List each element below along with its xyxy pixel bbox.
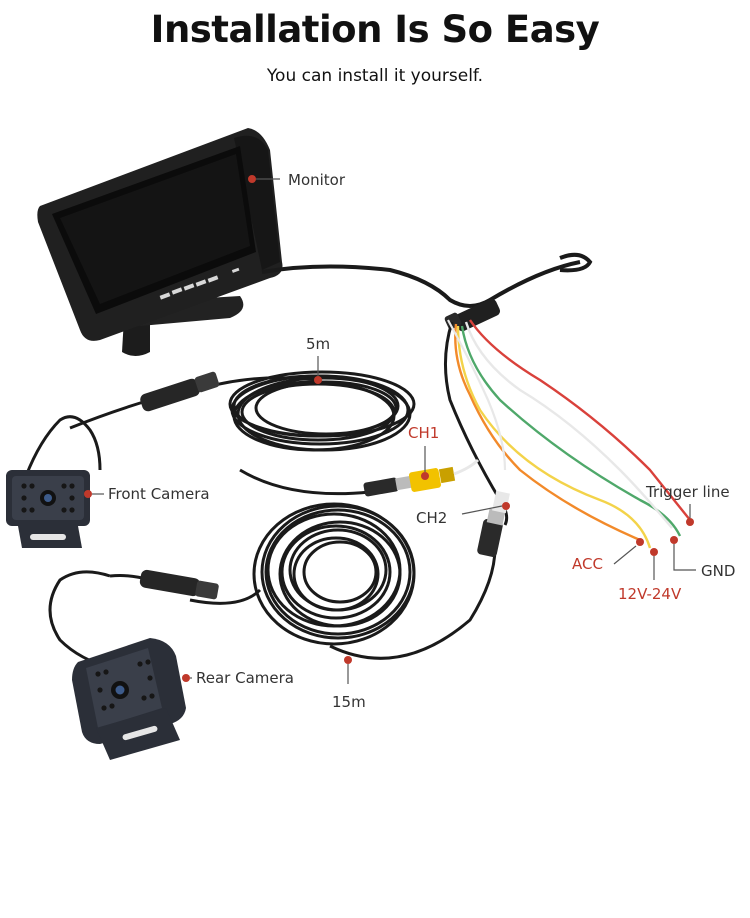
label-5m: 5m	[306, 335, 330, 353]
page-title: Installation Is So Easy	[150, 8, 600, 51]
ch1-connector	[363, 458, 480, 497]
page-subtitle: You can install it yourself.	[266, 66, 484, 86]
label-monitor: Monitor	[288, 171, 346, 189]
monitor-cable	[261, 260, 581, 308]
label-ch1: CH1	[408, 424, 439, 442]
label-rear-camera: Rear Camera	[196, 669, 294, 687]
monitor-device	[37, 128, 283, 356]
callout-markers	[84, 175, 696, 684]
front-camera	[6, 371, 220, 548]
label-ch2: CH2	[416, 509, 447, 527]
cable-coil-5m	[228, 370, 416, 452]
label-15m: 15m	[332, 693, 366, 711]
label-gnd: GND	[701, 562, 735, 580]
power-wires	[454, 319, 691, 549]
label-acc: ACC	[572, 555, 603, 573]
cable-coil-15m	[252, 502, 416, 646]
label-front-camera: Front Camera	[108, 485, 210, 503]
label-voltage: 12V-24V	[618, 585, 682, 603]
label-trigger-line: Trigger line	[645, 483, 730, 501]
rear-camera	[48, 569, 219, 760]
